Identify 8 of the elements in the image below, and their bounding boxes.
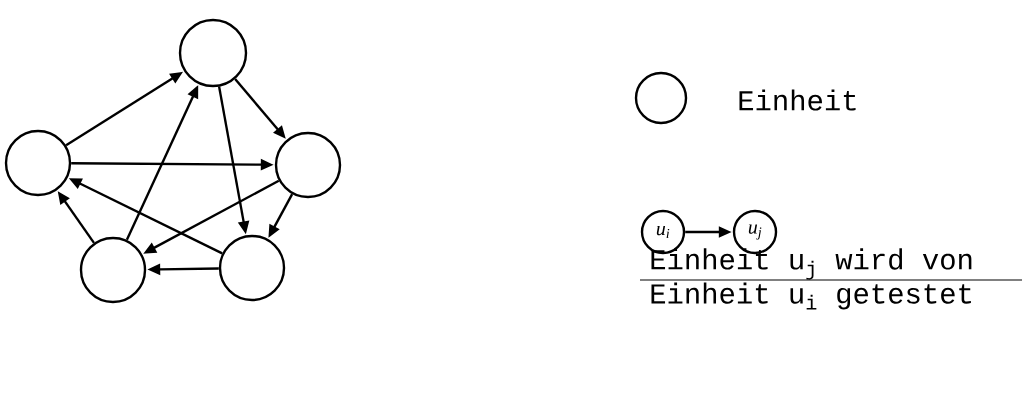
unit-circle — [4, 129, 72, 197]
unit-circle — [274, 131, 342, 199]
legend-text: Einheit — [739, 89, 856, 111]
unit-circle — [634, 71, 688, 125]
caption-text: Einheit u$_{i}$ getestet — [651, 282, 971, 310]
unit-circle — [178, 18, 248, 88]
unit-circle — [218, 234, 286, 302]
unit-circle — [79, 236, 147, 304]
